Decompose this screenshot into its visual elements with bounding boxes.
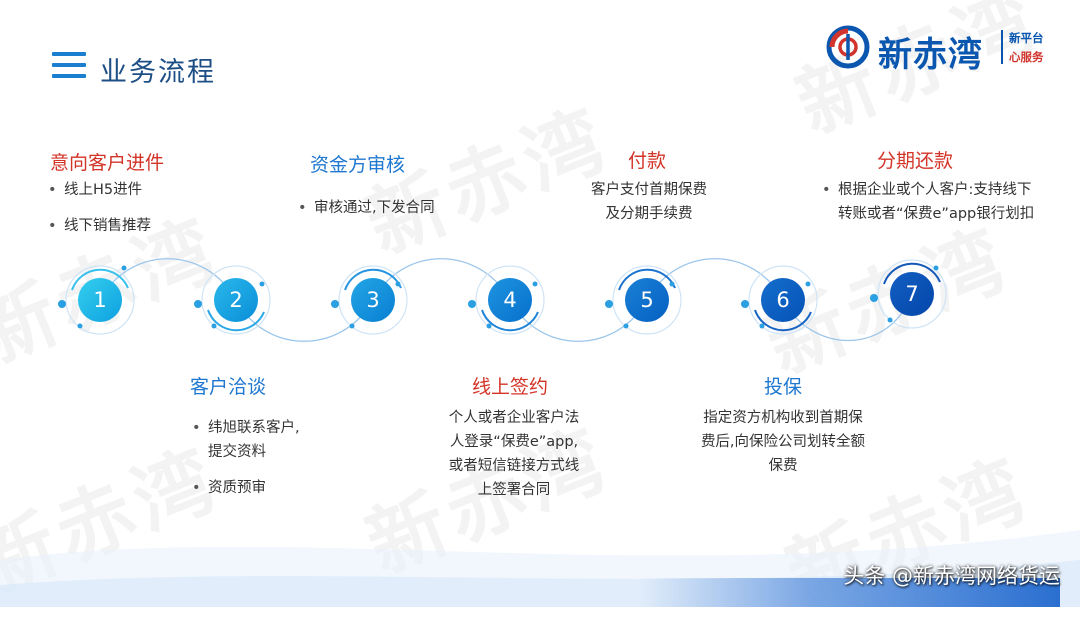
- step-4-description: 个人或者企业客户法人登录“保费e”app,或者短信链接方式线上签署合同: [448, 410, 580, 498]
- step-title-1: 意向客户进件: [50, 152, 165, 174]
- step-6-description: 指定资方机构收到首期保费后,向保险公司划转全额保费: [700, 410, 866, 474]
- bullet-item: 纬旭联系客户, 提交资料: [190, 416, 340, 464]
- step-number-2: 2: [229, 288, 243, 312]
- bullet-item: 根据企业或个人客户:支持线下转账或者“保费e”app银行划扣: [820, 178, 1042, 226]
- bullet-item: 资质预审: [190, 476, 340, 500]
- step-title-5: 付款: [627, 150, 666, 172]
- step-number-6: 6: [776, 288, 790, 312]
- bullet-item: 线上H5进件: [46, 178, 206, 202]
- menu-icon: [52, 52, 86, 82]
- step-title-3: 资金方审核: [310, 154, 406, 176]
- step-title-4: 线上签约: [471, 376, 548, 398]
- step-number-3: 3: [366, 288, 380, 312]
- bullet-item: 审核通过,下发合同: [296, 196, 486, 220]
- step-title-7: 分期还款: [876, 150, 953, 172]
- step-7-bullets: 根据企业或个人客户:支持线下转账或者“保费e”app银行划扣: [820, 178, 1042, 238]
- step-number-5: 5: [640, 288, 654, 312]
- step-number-1: 1: [93, 288, 107, 312]
- page-title: 业务流程: [100, 57, 216, 88]
- tagline-bottom: 心服务: [1009, 50, 1044, 64]
- step-number-7: 7: [905, 282, 919, 306]
- step-1-bullets: 线上H5进件 线下销售推荐: [46, 178, 206, 250]
- brand-tagline: 新平台 心服务: [1009, 29, 1044, 67]
- logo-mark-icon: [826, 25, 870, 69]
- step-3-bullets: 审核通过,下发合同: [296, 196, 486, 232]
- step-number-4: 4: [503, 288, 517, 312]
- step-title-6: 投保: [763, 376, 802, 398]
- step-title-2: 客户洽谈: [190, 376, 267, 398]
- bottom-decoration-bar: [640, 578, 1060, 607]
- footer-attribution: 头条 @新赤湾网络货运: [843, 564, 1060, 588]
- logo-divider: [1001, 30, 1003, 64]
- brand-logo: 新赤湾 新平台 心服务: [824, 22, 1054, 75]
- brand-name: 新赤湾: [878, 35, 983, 75]
- step-5-description: 客户支付首期保费及分期手续费: [591, 182, 707, 222]
- tagline-top: 新平台: [1009, 31, 1044, 45]
- bullet-item: 线下销售推荐: [46, 214, 206, 238]
- step-2-bullets: 纬旭联系客户, 提交资料 资质预审: [190, 416, 340, 512]
